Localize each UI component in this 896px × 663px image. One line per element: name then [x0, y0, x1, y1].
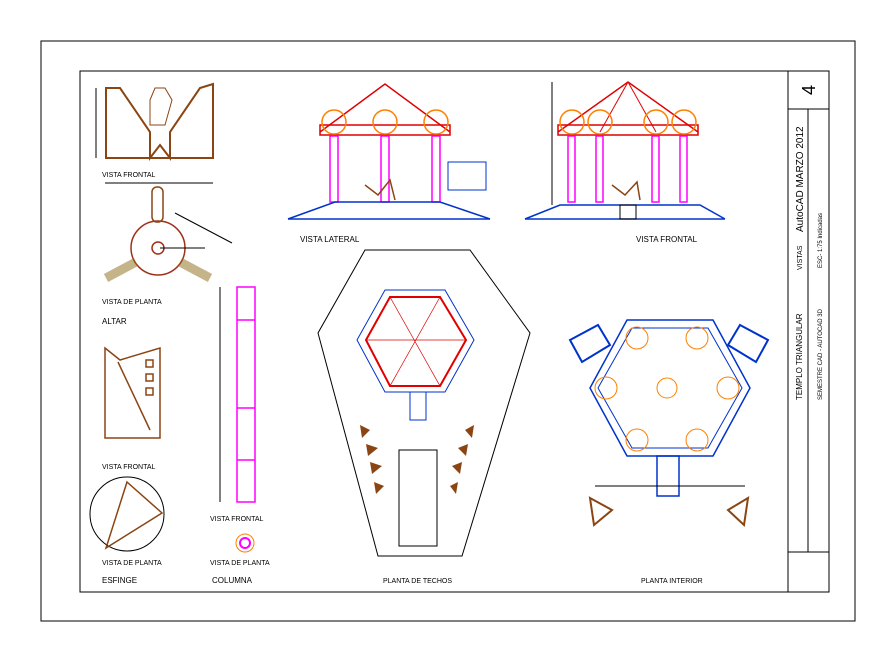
outer-border: [40, 40, 856, 622]
sheet-number: 4: [799, 85, 819, 95]
columna-front-view: [219, 286, 256, 503]
project-name: TEMPLO TRIANGULAR: [795, 313, 804, 400]
columna-title: COLUMNA: [212, 576, 253, 585]
esfinge-plan-label: VISTA DE PLANTA: [102, 560, 162, 567]
columna-plan-label: VISTA DE PLANTA: [210, 560, 270, 567]
esfinge-front-view: [104, 346, 161, 439]
esfinge-plan-view: [89, 476, 165, 552]
lateral-view-label: VISTA LATERAL: [300, 235, 360, 244]
esfinge-title: ESFINGE: [102, 576, 137, 585]
front-elevation: [524, 81, 726, 220]
altar-title: ALTAR: [102, 317, 127, 326]
esfinge-front-label: VISTA FRONTAL: [102, 464, 156, 471]
sheet-content: VISTAS: [797, 245, 804, 270]
columna-front-label: VISTA FRONTAL: [210, 516, 264, 523]
roof-plan: [317, 249, 531, 557]
altar-plan-label: VISTA DE PLANTA: [102, 299, 162, 306]
interior-plan: [568, 319, 770, 528]
lateral-elevation: [287, 83, 491, 220]
inner-border: [79, 70, 830, 593]
altar-front-label: VISTA FRONTAL: [102, 172, 156, 179]
scale: ESC- 1:75 Indicadas: [818, 213, 824, 268]
course: SEMESTRE CAD - AUTOCAD 3D: [818, 308, 824, 400]
roof-plan-label: PLANTA DE TECHOS: [383, 578, 452, 585]
title-block: 4 TEMPLO TRIANGULAR VISTAS AutoCAD MARZO…: [787, 71, 829, 592]
altar-front-view: [95, 82, 214, 161]
columna-plan-view: [235, 533, 255, 553]
altar-plan-view: [103, 186, 233, 282]
software-date: AutoCAD MARZO 2012: [795, 126, 806, 232]
interior-plan-label: PLANTA INTERIOR: [641, 578, 703, 585]
front-view-label: VISTA FRONTAL: [636, 235, 698, 244]
